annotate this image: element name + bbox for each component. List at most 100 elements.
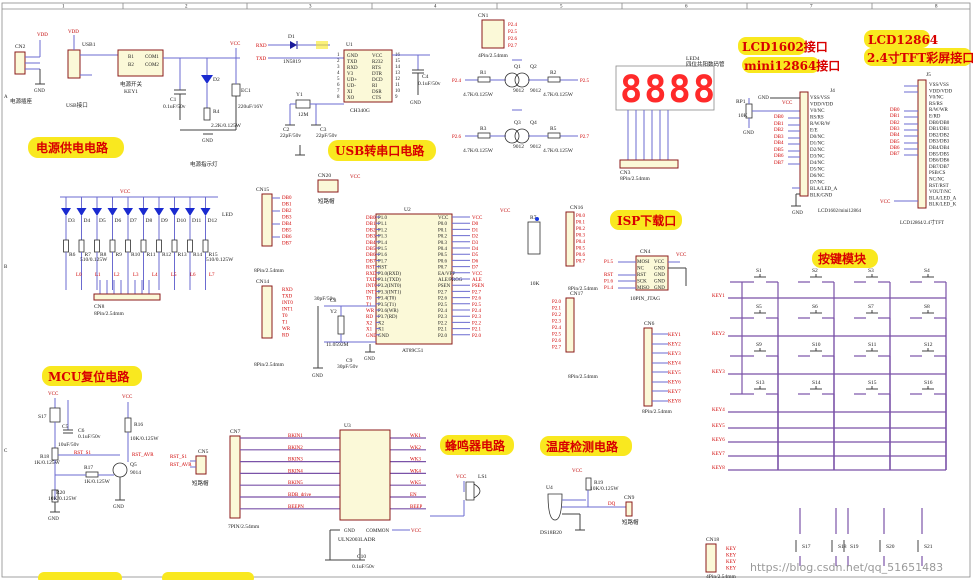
svg-text:P2.7: P2.7 <box>552 346 562 351</box>
svg-text:4.7K/0.125W: 4.7K/0.125W <box>463 92 494 98</box>
mcu-right-net: VCC <box>472 216 483 221</box>
reset-title-bg <box>42 366 142 386</box>
svg-text:4: 4 <box>337 71 340 76</box>
usb-serial-title-bg <box>328 140 436 161</box>
mcu-right-pin: P0.4 <box>438 247 448 252</box>
svg-text:1: 1 <box>337 53 340 58</box>
mcu-section: CN15 8Pin/2.54mm DB0 DB1 DB2 DB3 DB4 DB5… <box>254 173 599 380</box>
svg-text:DB3: DB3 <box>774 135 784 140</box>
svg-text:LCD12864/2.4寸TFT: LCD12864/2.4寸TFT <box>900 219 944 226</box>
svg-text:VOUT/NC: VOUT/NC <box>929 190 952 195</box>
cn9-jumper <box>625 501 633 517</box>
svg-text:Y1: Y1 <box>296 92 303 98</box>
tft-title-bg <box>864 48 972 66</box>
mcu-right-pin: EA/VPP <box>438 272 455 277</box>
cn17-pins: P2.0 P2.1 P2.2 P2.3 P2.4 P2.5 P2.6 P2.7 <box>552 300 562 351</box>
svg-text:BLA/LED_A: BLA/LED_A <box>929 196 957 201</box>
svg-text:RST_AVR: RST_AVR <box>170 463 192 468</box>
svg-text:COM2: COM2 <box>145 63 159 68</box>
svg-text:1K/0.125W: 1K/0.125W <box>84 479 111 485</box>
mcu-left-pin: P1.6 <box>378 253 388 258</box>
svg-text:P2.5: P2.5 <box>508 30 518 35</box>
svg-text:DB5: DB5 <box>282 229 292 234</box>
mcu-left-pin: X2 <box>378 321 385 326</box>
power-title: 电源供电电路 <box>36 140 109 155</box>
svg-text:KEY: KEY <box>726 560 737 565</box>
j5-connector <box>917 79 927 209</box>
svg-text:11.0592M: 11.0592M <box>326 342 349 348</box>
svg-text:30pF/50v: 30pF/50v <box>337 364 358 370</box>
cn14-connector <box>261 285 273 339</box>
grid-row-a: A <box>4 95 8 100</box>
seven-seg-digits: 8888 <box>620 68 717 111</box>
svg-text:DB4: DB4 <box>890 133 900 138</box>
key-switch-label: S2 <box>812 268 818 274</box>
led-sub: 电源指示灯 <box>190 160 218 168</box>
mcu-right-net: P2.7 <box>472 290 482 295</box>
svg-text:R/W/WR: R/W/WR <box>929 108 949 113</box>
svg-text:DB4: DB4 <box>282 222 292 227</box>
svg-text:8Pin/2.54mm: 8Pin/2.54mm <box>620 176 651 182</box>
mcu-right-net: D7 <box>472 266 479 271</box>
mcu-left-pin: P1.7 <box>378 259 388 264</box>
key-row-net: KEY1 <box>712 294 725 299</box>
svg-text:1K/0.125W: 1K/0.125W <box>34 460 61 466</box>
grid-col-6: 6 <box>685 5 688 10</box>
mcu-right-pin: P2.4 <box>438 309 448 314</box>
svg-text:D2/NC: D2/NC <box>810 148 825 153</box>
mcu-right-net: D4 <box>472 247 479 252</box>
svg-text:P2.4: P2.4 <box>508 23 518 28</box>
led-net-label: L7 <box>209 273 215 278</box>
svg-text:RI: RI <box>372 84 377 89</box>
svg-text:GND: GND <box>48 517 59 522</box>
svg-text:C4: C4 <box>422 74 429 80</box>
mcu-right-pin: P2.3 <box>438 315 448 320</box>
svg-text:R232: R232 <box>372 60 383 65</box>
svg-text:P0.0: P0.0 <box>576 214 586 219</box>
key-row-net: KEY5 <box>712 424 725 429</box>
cn6-connector <box>643 327 653 407</box>
driver-output-net: BEEP <box>410 505 422 510</box>
svg-text:DB3: DB3 <box>890 127 900 132</box>
svg-text:XI: XI <box>347 90 353 95</box>
led-resistor <box>109 239 116 253</box>
led-diode <box>61 208 71 216</box>
svg-text:INT1: INT1 <box>282 308 293 313</box>
mcu-left-pin: P3.7(RD) <box>378 315 398 320</box>
svg-text:DB2/DB2: DB2/DB2 <box>929 133 950 138</box>
svg-text:30pF/50v: 30pF/50v <box>314 296 335 302</box>
grid-rows: A B C <box>4 95 8 454</box>
svg-text:BLK/GND: BLK/GND <box>810 194 833 199</box>
led-diode-label: D6 <box>115 218 122 224</box>
svg-text:RXD: RXD <box>282 288 293 293</box>
mcu-right-net: P2.3 <box>472 315 482 320</box>
led-resistor <box>187 239 193 253</box>
svg-text:R17: R17 <box>84 465 93 471</box>
svg-text:9012: 9012 <box>513 144 524 150</box>
bottom-switch-label: S19 <box>850 544 859 550</box>
driver-output-net: WK3 <box>410 458 421 463</box>
led-diode <box>185 208 195 216</box>
svg-text:P1.4: P1.4 <box>604 286 614 291</box>
lcd1602-title: LCD1602接口 <box>742 39 828 54</box>
svg-text:C2: C2 <box>283 127 290 133</box>
cn20-jumper <box>317 179 339 193</box>
led-resistor <box>125 239 131 253</box>
svg-text:TXD: TXD <box>256 57 267 62</box>
key-switch-label: S12 <box>924 342 933 348</box>
keys-title-bg <box>812 249 878 268</box>
ec1-capacitor <box>231 83 241 97</box>
svg-text:22pF/50v: 22pF/50v <box>280 133 301 139</box>
led-net-label: L0 <box>76 273 82 278</box>
svg-text:DB1/DB1: DB1/DB1 <box>929 127 950 132</box>
lcd12864-title-bg <box>864 30 930 48</box>
svg-text:VCC: VCC <box>122 395 133 400</box>
ds18b20-sensor <box>547 493 563 521</box>
key-switch-label: S11 <box>868 342 877 348</box>
mcu-right-net: D6 <box>472 259 479 264</box>
temp-section: 温度检测电路 VCC R19 10K/0.125W U4 DS18B20 DQ … <box>540 436 639 536</box>
svg-text:GND: GND <box>654 273 665 278</box>
svg-text:D4/NC: D4/NC <box>810 161 825 166</box>
